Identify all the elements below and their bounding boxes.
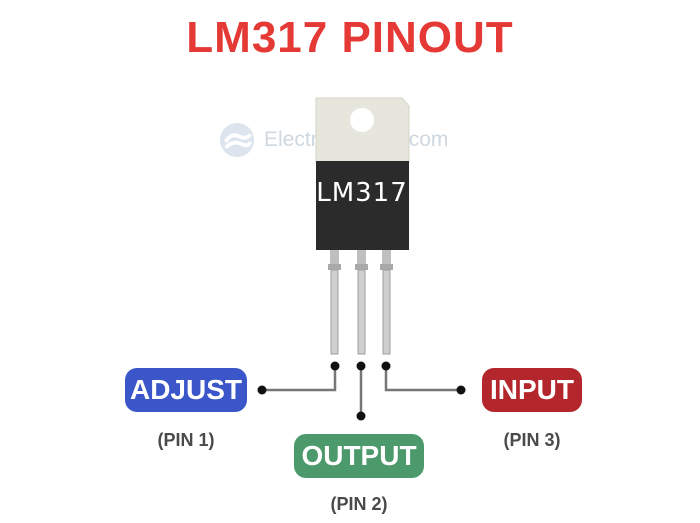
pin3-end-dot [456,385,466,395]
pin2-end-dot [356,411,366,421]
pin3-label: INPUT [482,368,582,412]
leg-2 [355,250,368,355]
pin3-dot [381,361,391,371]
page-title: LM317 PINOUT [186,13,514,62]
pin2-number: (PIN 2) [330,494,388,514]
pin1-end-dot [257,385,267,395]
pin2-label: OUTPUT [294,434,424,478]
pin1-number: (PIN 1) [157,430,215,450]
mounting-hole [350,108,374,132]
leg-3 [380,250,393,355]
pin1-label: ADJUST [125,368,247,412]
watermark-logo-icon [219,122,255,158]
chip-label: LM317 [316,178,408,208]
leg-1 [328,250,341,355]
connector-line-pin1 [262,368,337,392]
pin1-dot [330,361,340,371]
connector-line-pin3 [384,368,461,392]
chip-body [316,161,409,250]
pin2-dot [356,361,366,371]
pin3-number: (PIN 3) [503,430,561,450]
